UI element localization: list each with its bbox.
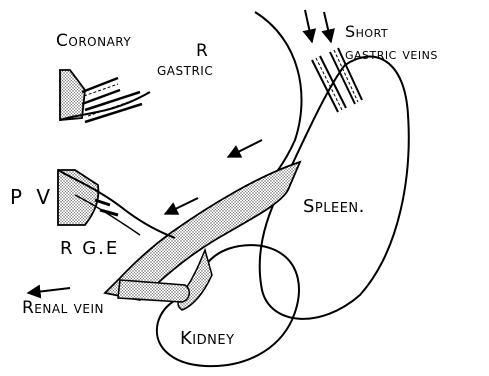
label-r: R	[196, 43, 208, 60]
label-kidney: Kidney	[180, 330, 235, 348]
portal-vein	[58, 170, 98, 225]
label-gastric: gastric	[157, 62, 213, 79]
label-pv: P V	[10, 187, 54, 207]
arrow-short-gastric-1	[305, 10, 312, 42]
arrow-renal-vein	[28, 288, 70, 293]
arrow-splenic-1	[228, 140, 262, 157]
renal-vein	[118, 280, 189, 302]
label-short: Short	[345, 24, 388, 40]
label-coronary: Coronary	[56, 33, 131, 50]
label-renal-vein: Renal vein	[22, 300, 104, 317]
arrow-short-gastric-2	[324, 12, 331, 42]
label-spleen: Spleen.	[303, 198, 365, 216]
label-gastric-veins: gastric veins	[345, 46, 438, 62]
coronary-stub	[60, 70, 85, 120]
arrow-splenic-2	[165, 198, 198, 214]
label-rge: R G.E	[60, 240, 119, 258]
